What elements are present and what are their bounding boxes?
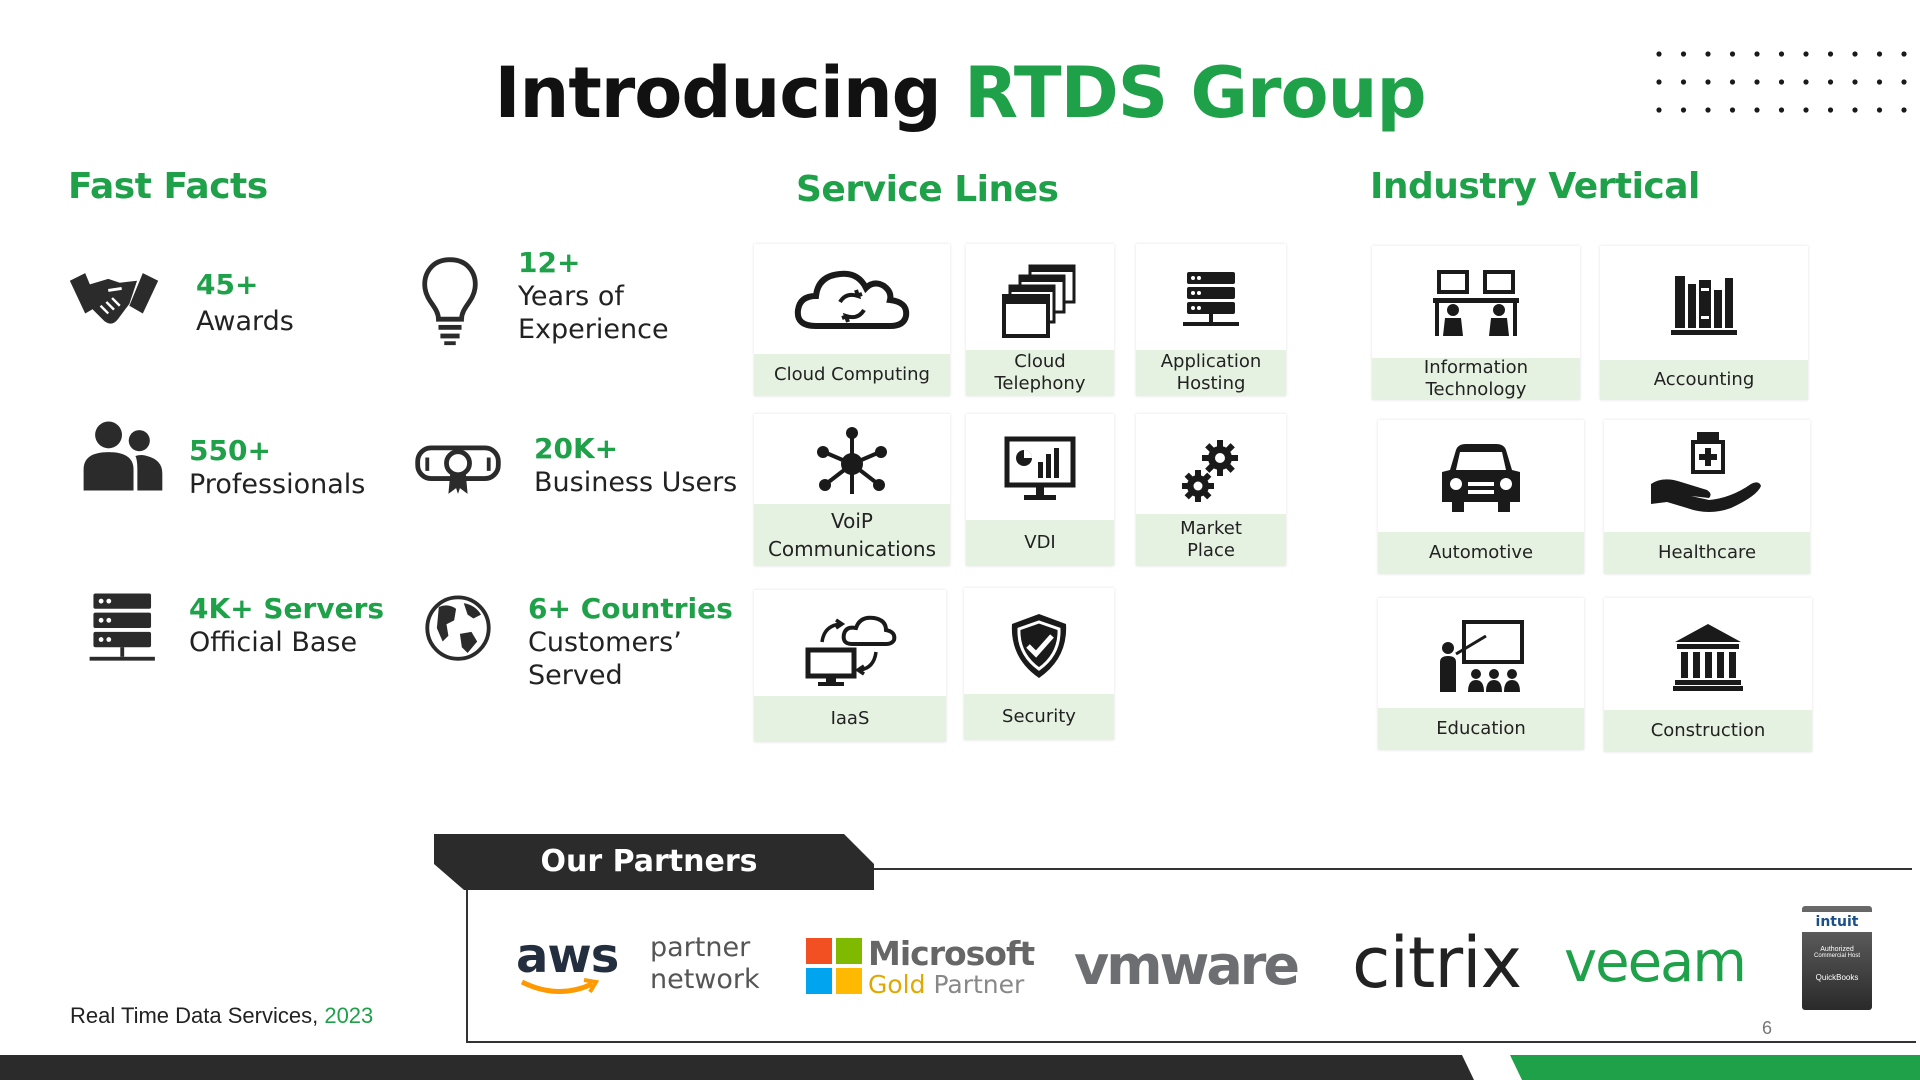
service-label: Cloud Computing (754, 354, 950, 396)
fact-number: 4K+ Servers (189, 592, 385, 625)
partners-rule (874, 868, 1912, 870)
fact-label-line-2: Served (528, 660, 623, 691)
fact-label: Professionals (189, 469, 366, 500)
service-tile-security[interactable]: Security (964, 588, 1114, 740)
windows-stack-icon (1002, 264, 1076, 338)
desk-workers-icon (1433, 270, 1519, 336)
car-icon (1442, 444, 1520, 512)
microsoft-partner-logo: Microsoft Gold Partner (806, 934, 1036, 1000)
partners-box (466, 890, 1916, 1043)
industry-label: Accounting (1600, 360, 1808, 400)
server-icon (89, 593, 155, 661)
shield-check-icon (1011, 614, 1067, 678)
service-label: VDI (966, 520, 1114, 566)
title-part-2: RTDS Group (964, 52, 1426, 134)
fact-number: 45+ (196, 268, 259, 301)
service-label: IaaS (754, 696, 946, 742)
people-icon (83, 421, 163, 491)
hand-medical-icon (1651, 432, 1761, 512)
page-title: Introducing RTDS Group (0, 52, 1920, 134)
fact-number: 550+ (189, 434, 271, 467)
fact-label: Business Users (534, 467, 738, 498)
industry-label: Automotive (1378, 532, 1584, 574)
dot-grid-decoration (1656, 51, 1907, 113)
intuit-line-2: Commercial Host (1813, 953, 1860, 959)
handshake-icon (69, 273, 159, 324)
industry-vertical-heading: Industry Vertical (1370, 166, 1700, 207)
cloud-sync-icon (794, 270, 910, 329)
cloud-computer-icon (805, 615, 897, 686)
network-hub-icon (817, 427, 887, 494)
industry-tile-accounting[interactable]: Accounting (1600, 246, 1808, 400)
fact-number: 20K+ (534, 432, 619, 465)
partners-tab (434, 834, 874, 890)
service-tile-cloud-computing[interactable]: Cloud Computing (754, 244, 950, 396)
fact-label: Awards (196, 306, 294, 337)
service-tile-vdi[interactable]: VDI (966, 414, 1114, 566)
industry-tile-education[interactable]: Education (1378, 598, 1584, 750)
building-columns-icon (1673, 624, 1743, 691)
industry-tile-construction[interactable]: Construction (1604, 598, 1812, 752)
industry-tile-healthcare[interactable]: Healthcare (1604, 420, 1810, 574)
intuit-line-1: Authorized (1820, 946, 1854, 953)
fact-label-line-2: Experience (518, 314, 669, 345)
globe-icon (425, 595, 491, 661)
intuit-wordmark: intuit (1802, 912, 1872, 932)
fact-label: Official Base (189, 627, 358, 658)
industry-label: Education (1378, 708, 1584, 750)
service-tile-iaas[interactable]: IaaS (754, 590, 946, 742)
title-part-1: Introducing (494, 52, 941, 134)
aws-tagline-2: network (650, 964, 760, 995)
industry-label: Construction (1604, 710, 1812, 752)
aws-wordmark: aws (516, 928, 619, 984)
aws-smile-icon (520, 978, 600, 995)
fact-number: 12+ (518, 246, 581, 279)
aws-tagline-1: partner (650, 932, 751, 963)
certificate-icon (415, 445, 501, 494)
fact-number: 6+ Countries (528, 592, 733, 625)
gears-icon (1182, 440, 1238, 502)
intuit-line-3: QuickBooks (1815, 973, 1859, 982)
lightbulb-icon (422, 257, 478, 346)
industry-label: Healthcare (1604, 532, 1810, 574)
microsoft-name: Microsoft (868, 934, 1035, 973)
aws-partner-logo: aws partner network (516, 928, 766, 1008)
fact-label: Customers’ (528, 627, 682, 658)
teacher-icon (1440, 620, 1524, 692)
fast-facts-heading: Fast Facts (68, 166, 268, 207)
server-stack-icon (1183, 272, 1239, 326)
page-number: 6 (1762, 1018, 1773, 1038)
service-label: Security (964, 694, 1114, 740)
vmware-logo: vmware (1074, 934, 1300, 997)
footer-notch (1462, 1055, 1522, 1080)
microsoft-squares-icon (806, 938, 862, 994)
fact-label: Years of (518, 281, 624, 312)
citrix-logo: citrix (1352, 922, 1522, 1004)
microsoft-tagline: Gold Partner (868, 970, 1025, 999)
footer-accent-bar (1490, 1055, 1920, 1080)
books-icon (1671, 276, 1737, 335)
intuit-badge: intuit Authorized Commercial Host QuickB… (1802, 906, 1872, 1010)
industry-tile-automotive[interactable]: Automotive (1378, 420, 1584, 574)
service-lines-heading: Service Lines (796, 169, 1059, 210)
copyright-text: Real Time Data Services, 2023 (70, 1003, 374, 1028)
monitor-chart-icon (1004, 436, 1076, 500)
partners-heading: Our Partners (540, 844, 758, 879)
veeam-logo: veeam (1564, 930, 1747, 995)
